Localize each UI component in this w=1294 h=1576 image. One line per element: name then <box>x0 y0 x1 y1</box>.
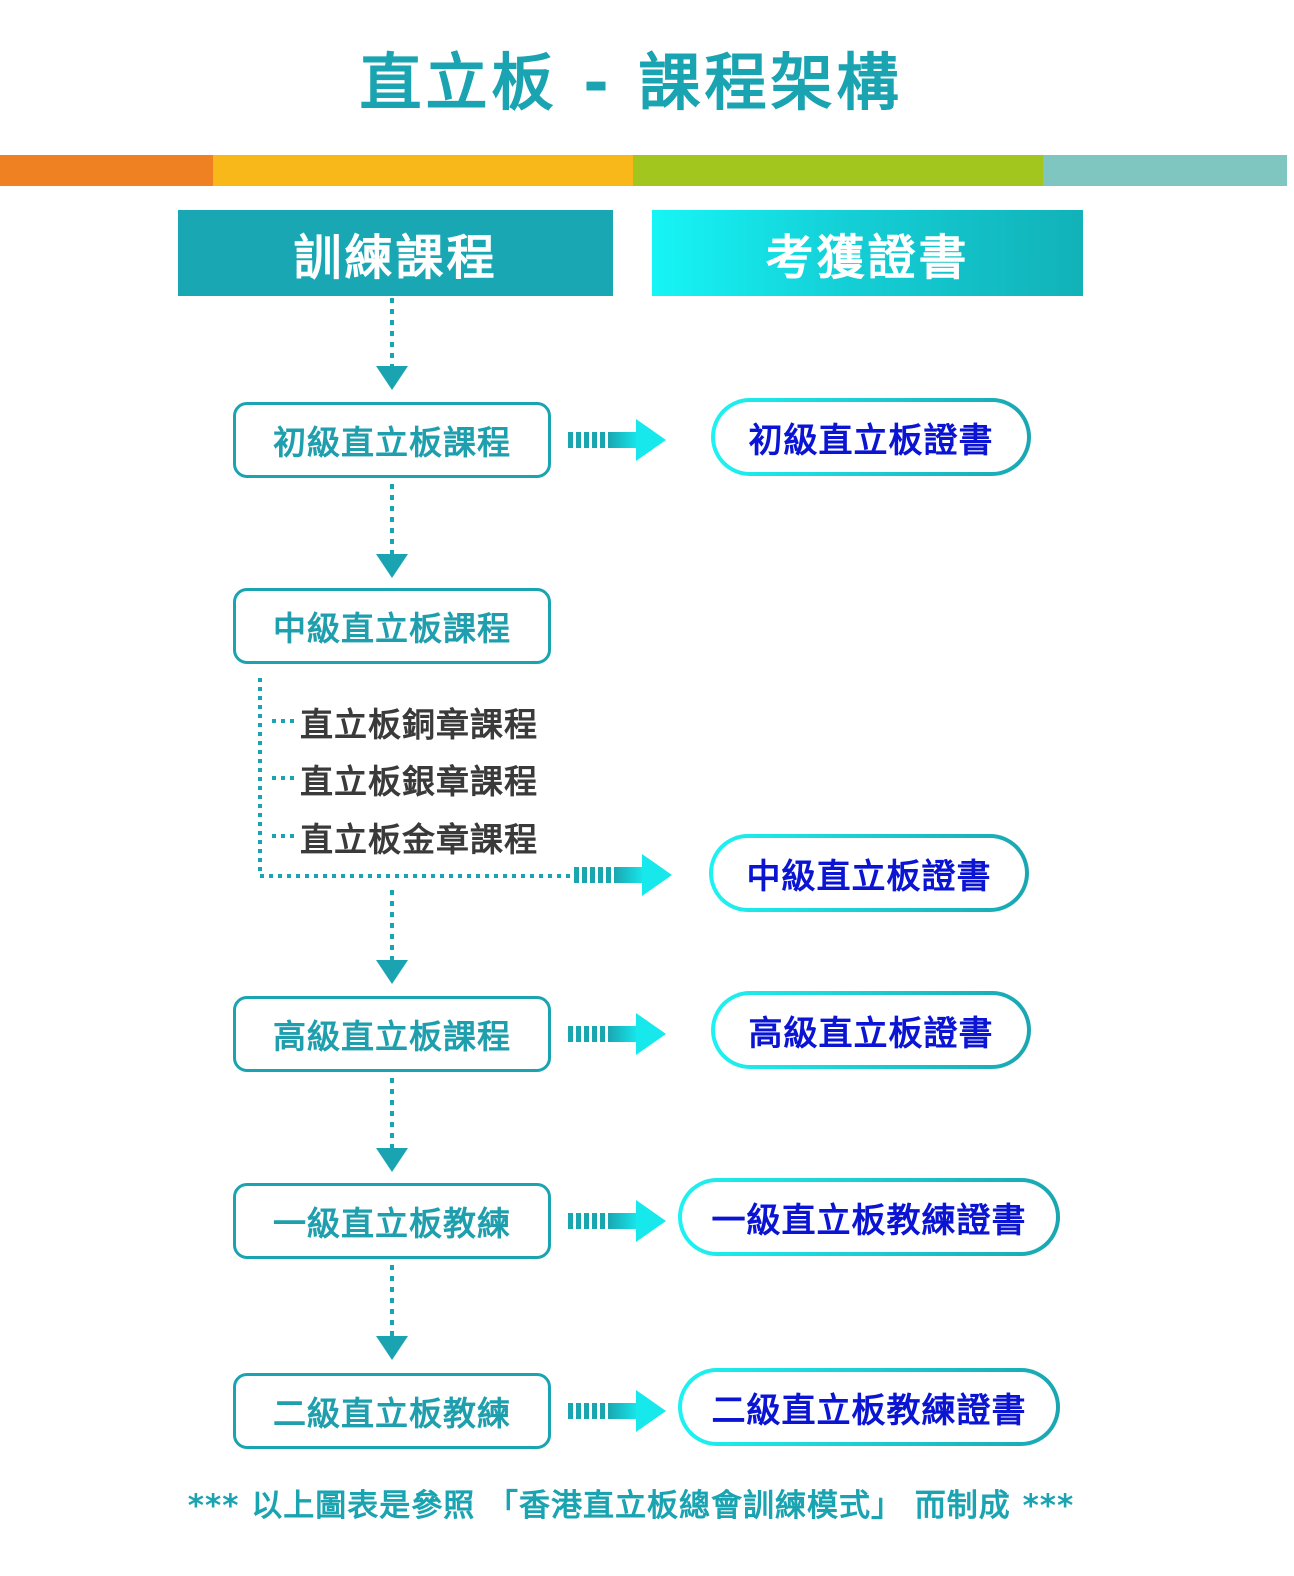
down-arrow-1 <box>376 298 408 390</box>
course-box-advanced: 高級直立板課程 <box>233 996 551 1072</box>
down-arrow-3 <box>376 890 408 984</box>
course-box-intermediate: 中級直立板課程 <box>233 588 551 664</box>
certificate-intermediate: 中級直立板證書 <box>709 834 1029 912</box>
sub-course-bracket <box>258 678 572 878</box>
color-stripe-green <box>633 155 1043 186</box>
course-box-beginner: 初級直立板課程 <box>233 402 551 478</box>
right-arrow-4 <box>568 1200 666 1242</box>
certificate-coach-level-2: 二級直立板教練證書 <box>678 1368 1060 1446</box>
right-arrow-3 <box>568 1013 666 1055</box>
down-arrow-4 <box>376 1078 408 1172</box>
course-box-coach-level-1: 一級直立板教練 <box>233 1183 551 1259</box>
sub-course-silver: 直立板銀章課程 <box>300 762 538 801</box>
sub-course-bronze: 直立板銅章課程 <box>300 705 538 744</box>
course-box-coach-level-2: 二級直立板教練 <box>233 1373 551 1449</box>
footer-note: *** 以上圖表是參照 「香港直立板總會訓練模式」 而制成 *** <box>187 1488 1075 1524</box>
header-training-courses: 訓練課程 <box>178 210 613 296</box>
certificate-advanced: 高級直立板證書 <box>711 991 1031 1069</box>
sub-course-gold: 直立板金章課程 <box>300 820 538 859</box>
color-stripe-orange <box>0 155 213 186</box>
right-arrow-2 <box>574 854 672 896</box>
right-arrow-5 <box>568 1390 666 1432</box>
header-certificates: 考獲證書 <box>652 210 1083 296</box>
down-arrow-5 <box>376 1265 408 1360</box>
down-arrow-2 <box>376 484 408 578</box>
certificate-coach-level-1: 一級直立板教練證書 <box>678 1178 1060 1256</box>
right-arrow-1 <box>568 419 666 461</box>
certificate-beginner: 初級直立板證書 <box>711 398 1031 476</box>
color-stripe-yellow <box>213 155 633 186</box>
page-title: 直立板 - 課程架構 <box>359 46 903 119</box>
color-stripe-teal <box>1043 155 1287 186</box>
